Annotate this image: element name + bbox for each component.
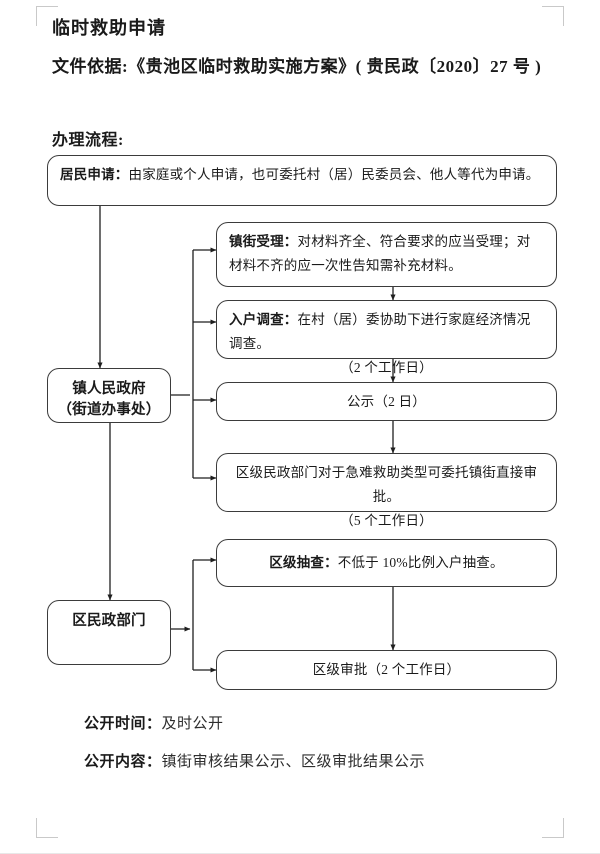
node-urgent-delegation[interactable]: 区级民政部门对于急难救助类型可委托镇街直接审批。 （5 个工作日） <box>216 453 557 528</box>
node-district-civil-affairs-text: 区民政部门 <box>72 613 146 629</box>
node-resident-application-prefix: 居民申请： <box>60 167 129 182</box>
disclosure-time-value: 及时公开 <box>161 716 224 732</box>
node-home-survey-body: 在村（居）委协助下进行家庭经济情况调查。 <box>229 312 531 351</box>
node-town-government-line1: 镇人民政府 <box>72 381 146 397</box>
node-home-survey-prefix: 入户调查： <box>229 312 298 327</box>
node-town-government-line2: （街道办事处） <box>57 402 161 418</box>
node-urgent-delegation-note: （5 个工作日） <box>340 513 433 528</box>
crop-mark-bottom-left <box>36 818 58 838</box>
node-town-government[interactable]: 镇人民政府 （街道办事处） <box>47 368 171 423</box>
node-district-civil-affairs[interactable]: 区民政部门 <box>47 600 171 665</box>
disclosure-time-row: 公开时间：及时公开 <box>84 712 224 733</box>
node-district-spot-check-body: 不低于 10%比例入户抽查。 <box>337 555 504 570</box>
disclosure-time-label: 公开时间： <box>84 716 162 732</box>
crop-mark-bottom-right <box>542 818 564 838</box>
process-section-label: 办理流程: <box>52 132 124 149</box>
node-publicity-text: 公示（2 日） <box>346 393 427 409</box>
node-town-accept[interactable]: 镇街受理：对材料齐全、符合要求的应当受理；对材料不齐的应一次性告知需补充材料。 <box>216 222 557 287</box>
node-district-spot-check-text: 区级抽查：不低于 10%比例入户抽查。 <box>259 551 513 575</box>
node-urgent-delegation-text: 区级民政部门对于急难救助类型可委托镇街直接审批。 （5 个工作日） <box>217 454 556 533</box>
node-resident-application-text: 居民申请：由家庭或个人申请，也可委托村（居）民委员会、他人等代为申请。 <box>48 156 556 187</box>
document-basis: 文件依据:《贵池区临时救助实施方案》( 贵民政〔2020〕27 号 ) <box>52 57 542 76</box>
disclosure-content-row: 公开内容：镇街审核结果公示、区级审批结果公示 <box>84 750 425 771</box>
node-town-accept-prefix: 镇街受理： <box>229 234 298 249</box>
node-town-government-text: 镇人民政府 （街道办事处） <box>48 379 170 421</box>
node-urgent-delegation-body: 区级民政部门对于急难救助类型可委托镇街直接审批。 <box>235 465 538 504</box>
disclosure-content-label: 公开内容： <box>84 754 162 770</box>
node-home-survey[interactable]: 入户调查：在村（居）委协助下进行家庭经济情况调查。 （2 个工作日） <box>216 300 557 375</box>
node-district-spot-check[interactable]: 区级抽查：不低于 10%比例入户抽查。 <box>216 539 557 587</box>
node-district-approval[interactable]: 区级审批（2 个工作日） <box>216 650 557 690</box>
page-title: 临时救助申请 <box>52 18 166 38</box>
node-home-survey-note: （2 个工作日） <box>340 360 433 375</box>
node-town-accept-text: 镇街受理：对材料齐全、符合要求的应当受理；对材料不齐的应一次性告知需补充材料。 <box>217 223 556 278</box>
node-district-spot-check-prefix: 区级抽查： <box>269 555 338 570</box>
node-district-approval-text: 区级审批（2 个工作日） <box>312 662 461 677</box>
crop-mark-top-right <box>542 6 564 26</box>
node-town-accept-body: 对材料齐全、符合要求的应当受理；对材料不齐的应一次性告知需补充材料。 <box>229 234 531 273</box>
node-resident-application[interactable]: 居民申请：由家庭或个人申请，也可委托村（居）民委员会、他人等代为申请。 <box>47 155 557 206</box>
node-resident-application-body: 由家庭或个人申请，也可委托村（居）民委员会、他人等代为申请。 <box>128 167 540 182</box>
node-home-survey-text: 入户调查：在村（居）委协助下进行家庭经济情况调查。 （2 个工作日） <box>217 301 556 380</box>
disclosure-content-value: 镇街审核结果公示、区级审批结果公示 <box>161 754 426 770</box>
node-publicity[interactable]: 公示（2 日） <box>216 382 557 421</box>
